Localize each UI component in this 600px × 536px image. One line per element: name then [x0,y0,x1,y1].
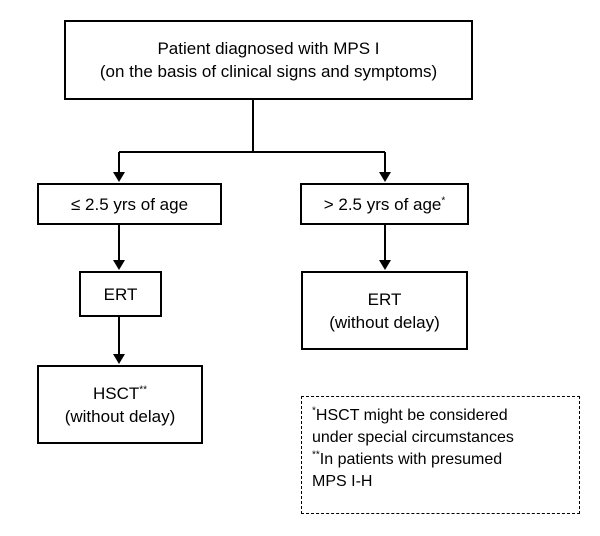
right-ert-label: ERT [367,289,402,309]
left-age-label: ≤ 2.5 yrs of age [70,194,189,214]
hsct-marker: ** [139,383,148,395]
right-age-label: > 2.5 yrs of age [323,194,442,214]
diagnosis-subtitle: (on the basis of clinical signs and symp… [99,62,438,81]
left-ert-box: ERT [79,271,162,317]
footnote-1-line-1: *HSCT might be considered [312,405,569,427]
arrowhead-left-age [113,172,125,182]
arrowhead-left-hsct [113,354,125,364]
footnote-1-line-2: under special circumstances [312,429,514,446]
arrowhead-right-ert [379,260,391,270]
right-age-marker: * [441,194,446,206]
footnote-2-marker: ** [312,449,320,461]
hsct-label: HSCT [92,383,140,403]
hsct-title: HSCT** [93,382,147,405]
hsct-sublabel: (without delay) [64,406,176,426]
footnote-1-text-1: HSCT might be considered [315,407,508,424]
footnote-2-line-2: MPS I-H [312,473,373,490]
right-age-box: > 2.5 yrs of age* [300,183,469,225]
footnote-2-line-1: **In patients with presumed [312,449,569,471]
diagnosis-title: Patient diagnosed with MPS I [157,39,380,58]
right-ert-box: ERT (without delay) [301,271,468,350]
arrowhead-right-age [379,172,391,182]
hsct-box: HSCT** (without delay) [37,365,203,444]
footnote-2-text-1: In patients with presumed [319,451,503,468]
right-age-text: > 2.5 yrs of age* [324,193,446,216]
left-age-box: ≤ 2.5 yrs of age [37,183,222,225]
left-ert-label: ERT [103,284,138,304]
footnote-box: *HSCT might be considered under special … [301,396,580,514]
right-ert-sublabel: (without delay) [329,312,440,332]
arrowhead-left-ert [113,260,125,270]
diagnosis-box: Patient diagnosed with MPS I (on the bas… [64,20,473,100]
footnote-1-marker: * [312,405,316,417]
